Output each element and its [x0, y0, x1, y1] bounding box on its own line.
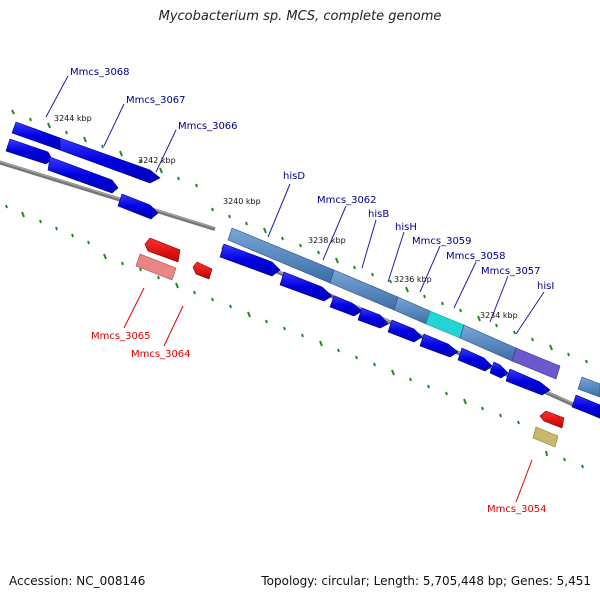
forward-gene-labels: Mmcs_3068 Mmcs_3067 Mmcs_3066 hisD Mmcs_… [70, 67, 554, 292]
gene-mmcs-3059-band[interactable] [425, 310, 465, 339]
scale-label: 3236 kbp [394, 275, 432, 284]
gene-mmcs-3058[interactable] [419, 333, 459, 358]
right-reverse-genes [532, 410, 565, 448]
gene-label[interactable]: Mmcs_3067 [126, 95, 186, 106]
gene-label[interactable]: Mmcs_3066 [178, 121, 238, 132]
genome-summary-text: Topology: circular; Length: 5,705,448 bp… [261, 574, 591, 588]
gene-mmcs-3068-inner[interactable] [5, 138, 53, 165]
gene-hisi[interactable] [505, 368, 551, 396]
scale-label: 3242 kbp [138, 156, 176, 165]
forward-callout-lines [45, 75, 545, 335]
gene-label[interactable]: Mmcs_3065 [91, 331, 151, 342]
right-forward-genes [219, 243, 600, 419]
gene-mmcs-3066[interactable] [117, 193, 159, 220]
gene-hish-band[interactable] [393, 296, 431, 325]
gene-mmcs-3065-arrow[interactable] [144, 237, 181, 263]
gene-label[interactable]: Mmcs_3059 [412, 236, 472, 247]
gene-label[interactable]: Mmcs_3054 [487, 504, 547, 515]
gene-label[interactable]: hisI [537, 281, 554, 292]
scale-label: 3244 kbp [54, 114, 92, 123]
reverse-tick-track [5, 204, 584, 469]
his-operon-band [227, 227, 600, 398]
gene-label[interactable]: Mmcs_3058 [446, 251, 506, 262]
gene-mmcs-3067-inner[interactable] [47, 156, 119, 194]
gene-mmcs-3062[interactable] [279, 271, 333, 302]
scale-label: 3240 kbp [223, 197, 261, 206]
accession-text: Accession: NC_008146 [9, 574, 146, 588]
reverse-callout-lines [123, 287, 533, 503]
forward-tick-track [11, 109, 588, 364]
gene-edge-forward[interactable] [571, 394, 600, 419]
gene-label[interactable]: Mmcs_3057 [481, 266, 541, 277]
gene-label[interactable]: Mmcs_3068 [70, 67, 130, 78]
left-reverse-genes [135, 237, 213, 281]
gene-hisb[interactable] [329, 295, 363, 317]
gene-mmcs-3067[interactable] [59, 137, 161, 184]
gene-mmcs-3064[interactable] [192, 261, 213, 280]
gene-edge-band[interactable] [577, 376, 600, 398]
gene-label[interactable]: Mmcs_3064 [131, 349, 191, 360]
left-forward-genes [5, 121, 161, 220]
gene-mmcs-3059[interactable] [387, 319, 423, 343]
gene-label[interactable]: hisH [395, 222, 417, 233]
gene-hisi-band[interactable] [511, 347, 561, 380]
gene-mmcs-3056[interactable] [489, 361, 509, 379]
gene-mmcs-3065[interactable] [135, 253, 177, 281]
gene-hisd[interactable] [219, 243, 281, 277]
gene-mmcs-3055[interactable] [539, 410, 565, 429]
gene-hish[interactable] [357, 307, 389, 329]
scale-label: 3234 kbp [480, 311, 518, 320]
reverse-gene-labels: Mmcs_3065 Mmcs_3064 Mmcs_3054 [91, 331, 547, 515]
gene-label[interactable]: hisD [283, 171, 305, 182]
scale-label: 3238 kbp [308, 236, 346, 245]
gene-label[interactable]: Mmcs_3062 [317, 195, 377, 206]
gene-label[interactable]: hisB [368, 209, 389, 220]
scale-labels: 3244 kbp 3242 kbp 3240 kbp 3238 kbp 3236… [54, 114, 518, 320]
gene-mmcs-3054[interactable] [532, 426, 559, 448]
gene-mmcs-3057[interactable] [457, 347, 493, 372]
map-title: Mycobacterium sp. MCS, complete genome [158, 9, 442, 24]
